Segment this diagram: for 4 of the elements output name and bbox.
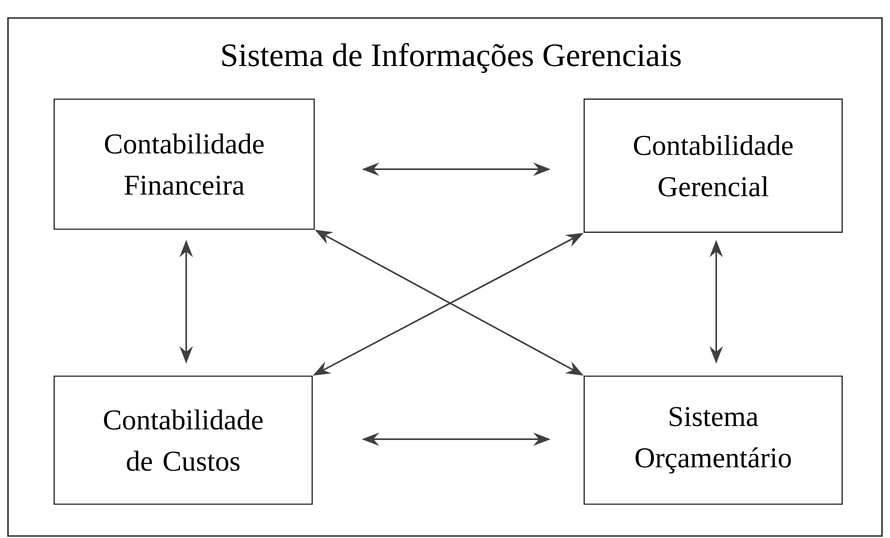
process-box: Sistema Orçamentário	[584, 376, 843, 505]
process-box: Contabilidade Gerencial	[584, 98, 843, 233]
process-box: Contabilidade de Custos	[54, 376, 313, 505]
process-box: Contabilidade Financeira	[54, 98, 315, 230]
